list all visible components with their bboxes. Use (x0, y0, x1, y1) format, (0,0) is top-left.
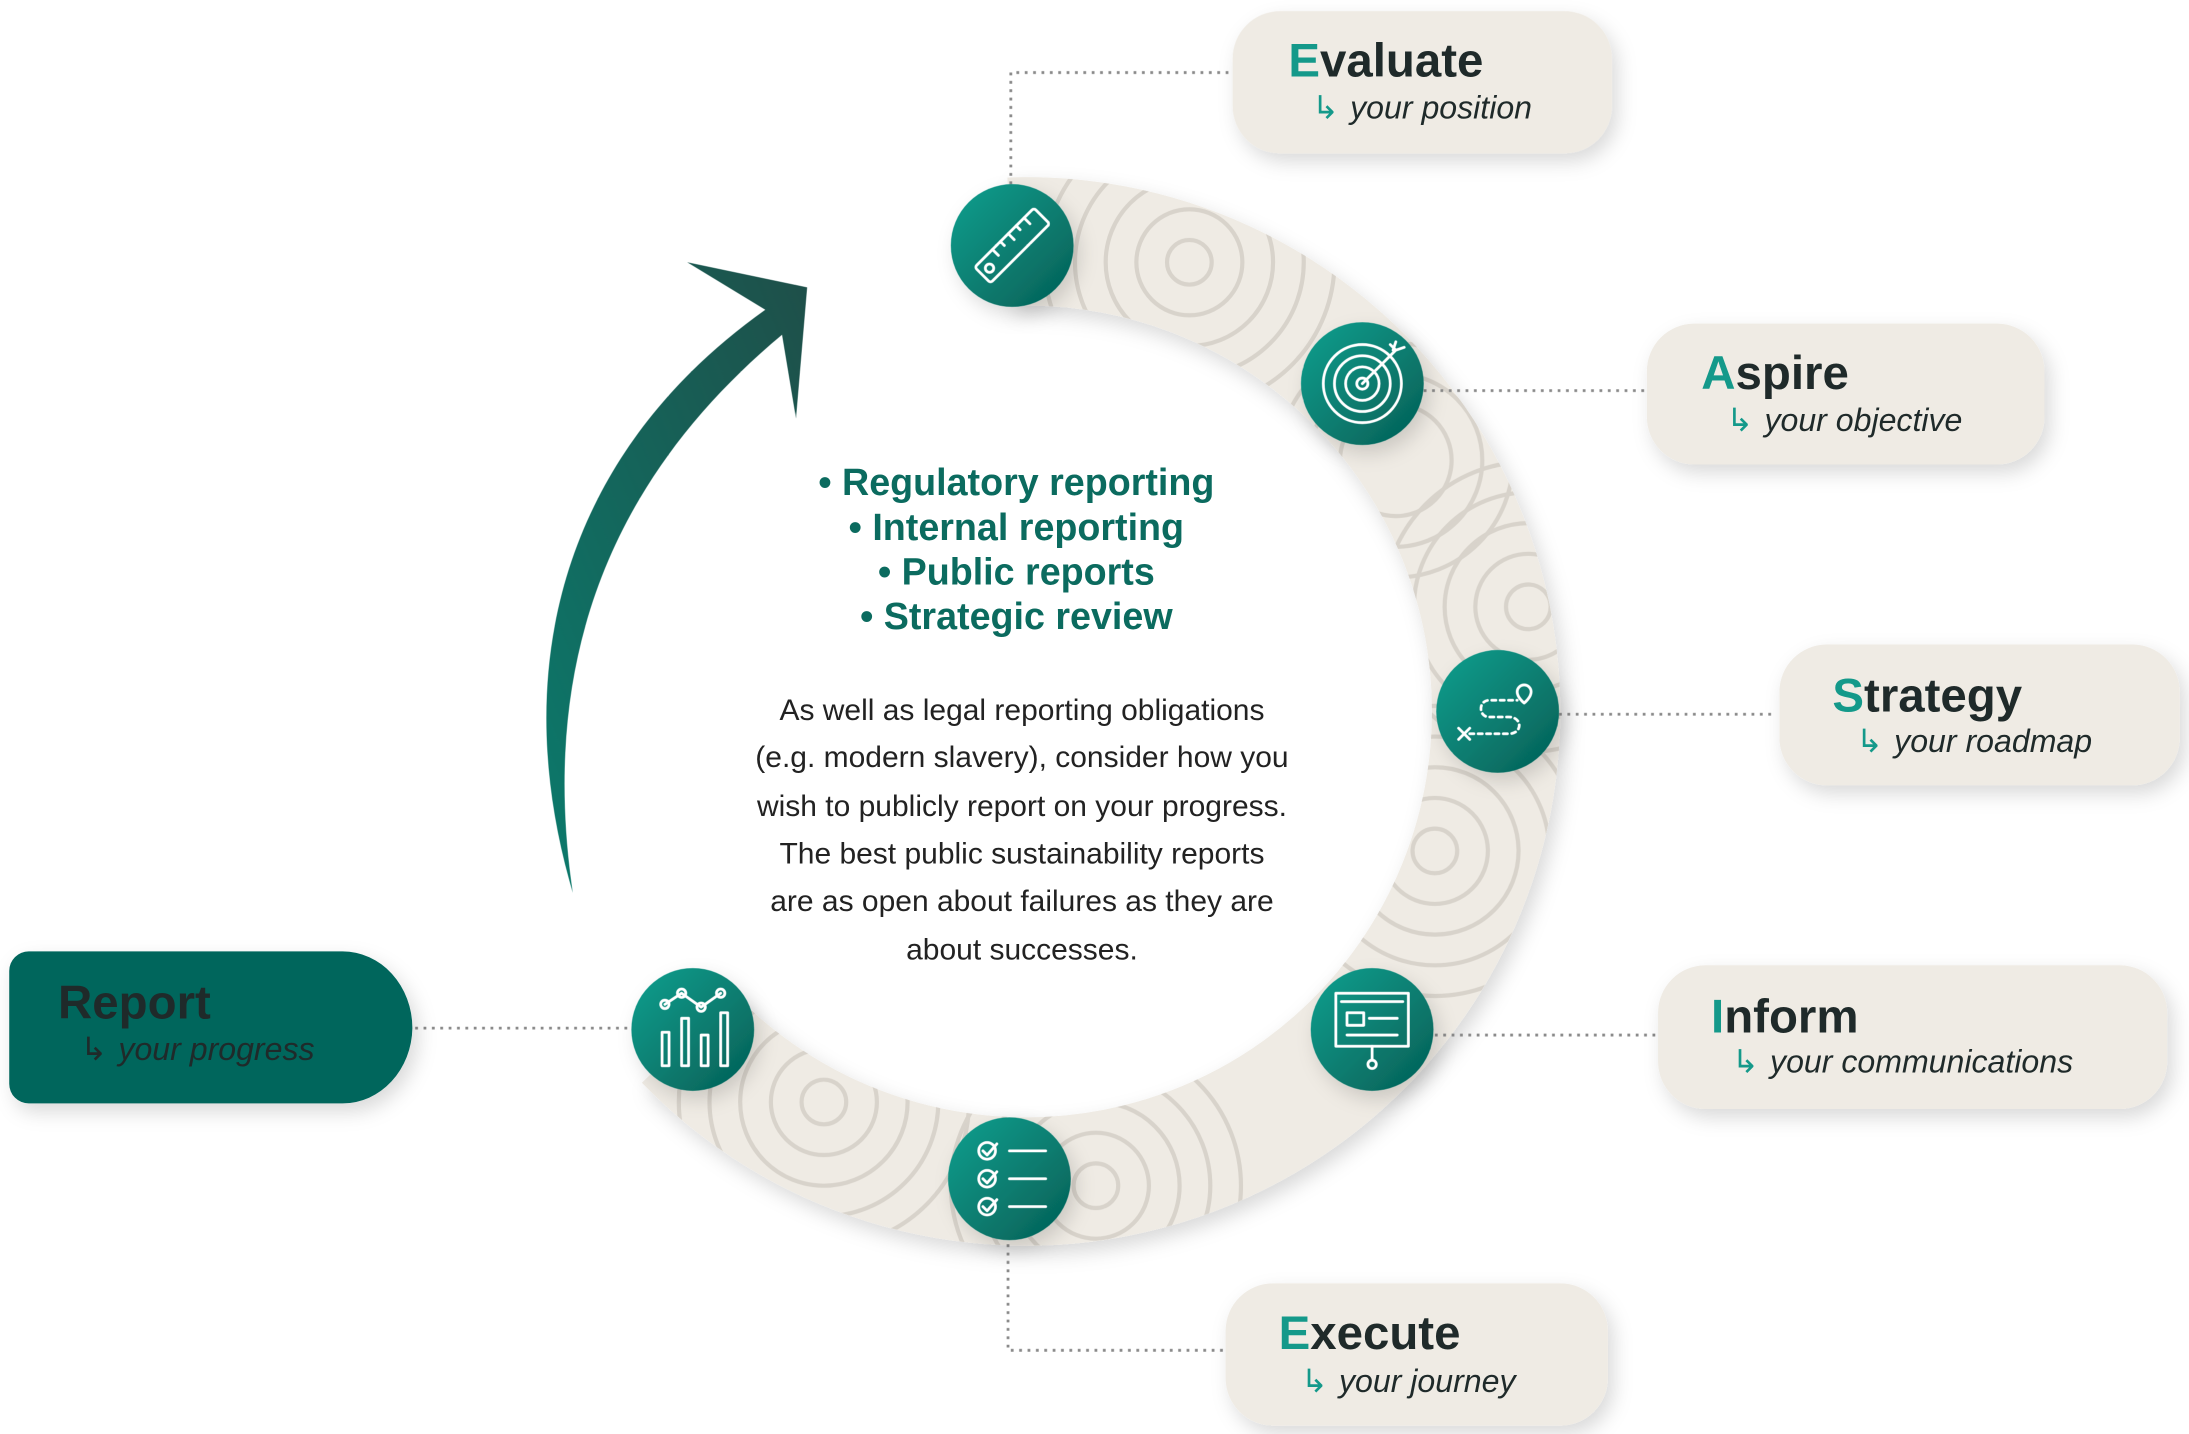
stage-title-rest: xecute (1310, 1307, 1460, 1360)
stage-strategy[interactable]: Strategy ↳your roadmap (1779, 644, 2180, 786)
bullet-item: • Internal reporting (849, 506, 1184, 548)
stage-title-first: A (1701, 347, 1735, 400)
svg-text:↳your progress: ↳your progress (80, 1031, 314, 1067)
checklist-icon (948, 1117, 1071, 1241)
stage-execute[interactable]: Execute ↳your journey (1225, 1283, 1608, 1426)
center-bullets: • Regulatory reporting • Internal report… (818, 461, 1214, 637)
arrow-icon: ↳ (80, 1031, 107, 1067)
paragraph-line: (e.g. modern slavery), consider how you (755, 741, 1288, 774)
ruler-icon (950, 184, 1074, 307)
paragraph-line: The best public sustainability reports (779, 837, 1264, 870)
chart-icon (631, 968, 755, 1091)
connector-execute (1006, 1244, 1223, 1352)
svg-text:↳your journey: ↳your journey (1301, 1363, 1518, 1399)
stage-subtitle: your communications (1768, 1044, 2073, 1080)
paragraph-line: are as open about failures as they are (770, 885, 1273, 918)
svg-text:↳your roadmap: ↳your roadmap (1856, 723, 2092, 759)
stage-report[interactable]: Report ↳your progress (9, 951, 413, 1104)
paragraph-line: about successes. (906, 934, 1138, 967)
stage-title: Report (58, 976, 211, 1029)
paragraph-line: As well as legal reporting obligations (779, 694, 1264, 727)
svg-text:↳your objective: ↳your objective (1726, 402, 1962, 438)
stage-subtitle: your position (1348, 90, 1532, 126)
arrow-icon: ↳ (1726, 402, 1753, 438)
svg-text:Aspire: Aspire (1701, 347, 1849, 400)
svg-text:Inform: Inform (1711, 990, 1858, 1043)
stage-title-first: S (1832, 669, 1864, 722)
center-paragraph: As well as legal reporting obligations (… (755, 694, 1288, 967)
arrow-icon: ↳ (1312, 90, 1339, 126)
svg-text:↳your communications: ↳your communications (1732, 1044, 2073, 1080)
stage-subtitle: your journey (1337, 1363, 1517, 1399)
stage-title-rest: nform (1724, 990, 1858, 1043)
bullet-item: • Regulatory reporting (818, 461, 1214, 503)
stage-subtitle: your roadmap (1892, 723, 2092, 759)
target-icon (1300, 322, 1424, 445)
connector-evaluate (1009, 71, 1229, 185)
stage-evaluate[interactable]: Evaluate ↳your position (1232, 11, 1613, 154)
arrow-icon: ↳ (1856, 723, 1883, 759)
presentation-icon (1310, 968, 1434, 1091)
route-icon (1436, 650, 1560, 773)
svg-text:Evaluate: Evaluate (1288, 35, 1483, 88)
svg-text:Strategy: Strategy (1832, 669, 2022, 722)
arrow-icon: ↳ (1301, 1363, 1328, 1399)
stage-title-rest: trategy (1864, 669, 2023, 722)
paragraph-line: wish to publicly report on your progress… (756, 790, 1287, 823)
stage-title-first: I (1711, 990, 1724, 1043)
stage-title-rest: valuate (1320, 35, 1483, 88)
cycle-arrow (546, 262, 808, 893)
svg-text:↳your position: ↳your position (1312, 90, 1532, 126)
bullet-item: • Strategic review (860, 595, 1173, 637)
bullet-item: • Public reports (878, 550, 1155, 592)
stage-subtitle: your progress (116, 1031, 314, 1067)
stage-title-first: E (1279, 1307, 1311, 1360)
svg-text:Execute: Execute (1279, 1307, 1461, 1360)
stage-aspire[interactable]: Aspire ↳your objective (1646, 323, 2045, 465)
arrow-icon: ↳ (1732, 1044, 1759, 1080)
stage-inform[interactable]: Inform ↳your communications (1658, 965, 2168, 1109)
stage-title-rest: spire (1736, 347, 1849, 400)
stage-subtitle: your objective (1762, 402, 1962, 438)
stage-title-first: E (1288, 35, 1320, 88)
